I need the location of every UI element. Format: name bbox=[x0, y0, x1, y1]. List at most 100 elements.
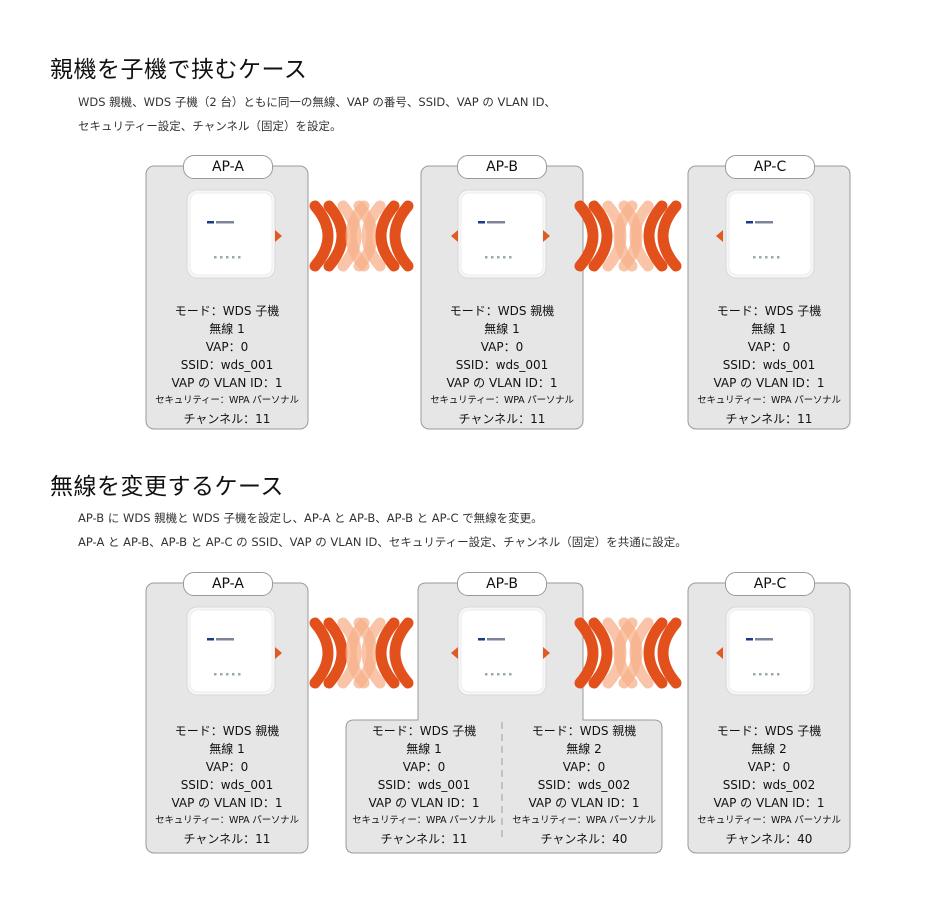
setting-line: VAP：0 bbox=[480, 340, 524, 354]
setting-line: SSID：wds_002 bbox=[537, 778, 631, 792]
setting-line: セキュリティー：WPA パーソナル bbox=[430, 395, 574, 406]
setting-line: VAP の VLAN ID：1 bbox=[171, 796, 283, 810]
setting-line: VAP の VLAN ID：1 bbox=[368, 796, 480, 810]
setting-line: チャンネル：40 bbox=[540, 832, 628, 846]
setting-line: VAP：0 bbox=[562, 760, 606, 774]
desc-line: AP-A と AP-B、AP-B と AP-C の SSID、VAP の VLA… bbox=[78, 535, 687, 549]
direction-arrow bbox=[543, 230, 550, 242]
ap-label: AP-B bbox=[457, 572, 547, 596]
setting-line: 無線 2 bbox=[751, 742, 787, 756]
setting-line: VAP：0 bbox=[402, 760, 446, 774]
setting-line: セキュリティー：WPA パーソナル bbox=[155, 815, 299, 826]
section-title: 親機を子機で挟むケース bbox=[50, 57, 308, 83]
section-description: AP-B に WDS 親機と WDS 子機を設定し、AP-A と AP-B、AP… bbox=[78, 506, 687, 554]
setting-line: 無線 2 bbox=[566, 742, 602, 756]
signal-wave-arc bbox=[345, 200, 370, 272]
setting-line: VAP：0 bbox=[205, 760, 249, 774]
signal-wave-arc bbox=[574, 617, 599, 689]
setting-line: 無線 1 bbox=[406, 742, 442, 756]
direction-arrow bbox=[451, 647, 458, 659]
setting-line: モード：WDS 子機 bbox=[174, 304, 280, 318]
setting-line: セキュリティー：WPA パーソナル bbox=[697, 815, 841, 826]
direction-arrow bbox=[275, 647, 282, 659]
ap-device-image bbox=[457, 189, 547, 279]
signal-wave-arc bbox=[643, 200, 668, 272]
setting-line: 無線 1 bbox=[209, 322, 245, 336]
setting-line: チャンネル：11 bbox=[183, 412, 271, 426]
ap-label: AP-B bbox=[457, 155, 547, 179]
setting-line: VAP の VLAN ID：1 bbox=[713, 376, 825, 390]
signal-wave-arc bbox=[323, 200, 348, 272]
setting-line: SSID：wds_002 bbox=[722, 778, 816, 792]
ap-label: AP-A bbox=[183, 155, 273, 179]
setting-line: セキュリティー：WPA パーソナル bbox=[512, 815, 656, 826]
desc-line: WDS 親機、WDS 子機（2 台）ともに同一の無線、VAP の番号、SSID、… bbox=[78, 95, 556, 109]
setting-line: SSID：wds_001 bbox=[377, 778, 471, 792]
ap-label: AP-C bbox=[725, 572, 815, 596]
signal-wave-arc bbox=[375, 200, 400, 272]
setting-line: セキュリティー：WPA パーソナル bbox=[697, 395, 841, 406]
desc-line: AP-B に WDS 親機と WDS 子機を設定し、AP-A と AP-B、AP… bbox=[78, 511, 543, 525]
ap-device-image bbox=[725, 606, 815, 696]
signal-wave-arc bbox=[309, 200, 334, 272]
setting-line: SSID：wds_001 bbox=[455, 358, 549, 372]
direction-arrow bbox=[275, 230, 282, 242]
signal-wave-arc bbox=[323, 617, 348, 689]
setting-line: チャンネル：11 bbox=[183, 832, 271, 846]
setting-line: SSID：wds_001 bbox=[180, 778, 274, 792]
direction-arrow bbox=[716, 647, 723, 659]
setting-line: SSID：wds_001 bbox=[180, 358, 274, 372]
setting-line: 無線 1 bbox=[484, 322, 520, 336]
setting-line: SSID：wds_001 bbox=[722, 358, 816, 372]
setting-line: VAP：0 bbox=[205, 340, 249, 354]
setting-line: VAP の VLAN ID：1 bbox=[713, 796, 825, 810]
setting-line: チャンネル：11 bbox=[458, 412, 546, 426]
ap-label: AP-C bbox=[725, 155, 815, 179]
direction-arrow bbox=[451, 230, 458, 242]
setting-line: セキュリティー：WPA パーソナル bbox=[352, 815, 496, 826]
setting-line: モード：WDS 親機 bbox=[449, 304, 555, 318]
signal-wave-arc bbox=[657, 200, 682, 272]
signal-wave-arc bbox=[643, 617, 668, 689]
setting-line: チャンネル：11 bbox=[380, 832, 468, 846]
signal-wave-arc bbox=[629, 200, 654, 272]
setting-line: VAP：0 bbox=[747, 340, 791, 354]
signal-wave-arc bbox=[361, 617, 386, 689]
setting-line: モード：WDS 子機 bbox=[371, 724, 477, 738]
setting-line: VAP の VLAN ID：1 bbox=[528, 796, 640, 810]
direction-arrow bbox=[716, 230, 723, 242]
ap-device-image bbox=[457, 606, 547, 696]
signal-wave-arc bbox=[309, 617, 334, 689]
signal-wave-arc bbox=[629, 617, 654, 689]
signal-wave-arc bbox=[361, 200, 386, 272]
section-title: 無線を変更するケース bbox=[50, 474, 284, 500]
signal-wave-arc bbox=[389, 617, 414, 689]
signal-wave-arc bbox=[574, 200, 599, 272]
setting-line: VAP：0 bbox=[747, 760, 791, 774]
section-description: WDS 親機、WDS 子機（2 台）ともに同一の無線、VAP の番号、SSID、… bbox=[78, 90, 556, 138]
setting-line: セキュリティー：WPA パーソナル bbox=[155, 395, 299, 406]
signal-wave-arc bbox=[613, 200, 638, 272]
signal-wave-arc bbox=[657, 617, 682, 689]
signal-wave-arc bbox=[389, 200, 414, 272]
signal-wave-arc bbox=[345, 617, 370, 689]
setting-line: チャンネル：40 bbox=[725, 832, 813, 846]
signal-wave-arc bbox=[588, 617, 613, 689]
desc-line: セキュリティー設定、チャンネル（固定）を設定。 bbox=[78, 119, 342, 133]
ap-device-image bbox=[186, 189, 276, 279]
direction-arrow bbox=[543, 647, 550, 659]
signal-wave-arc bbox=[613, 617, 638, 689]
setting-line: 無線 1 bbox=[209, 742, 245, 756]
ap-device-image bbox=[186, 606, 276, 696]
setting-line: モード：WDS 子機 bbox=[716, 304, 822, 318]
setting-line: VAP の VLAN ID：1 bbox=[446, 376, 558, 390]
setting-line: チャンネル：11 bbox=[725, 412, 813, 426]
signal-wave-arc bbox=[588, 200, 613, 272]
